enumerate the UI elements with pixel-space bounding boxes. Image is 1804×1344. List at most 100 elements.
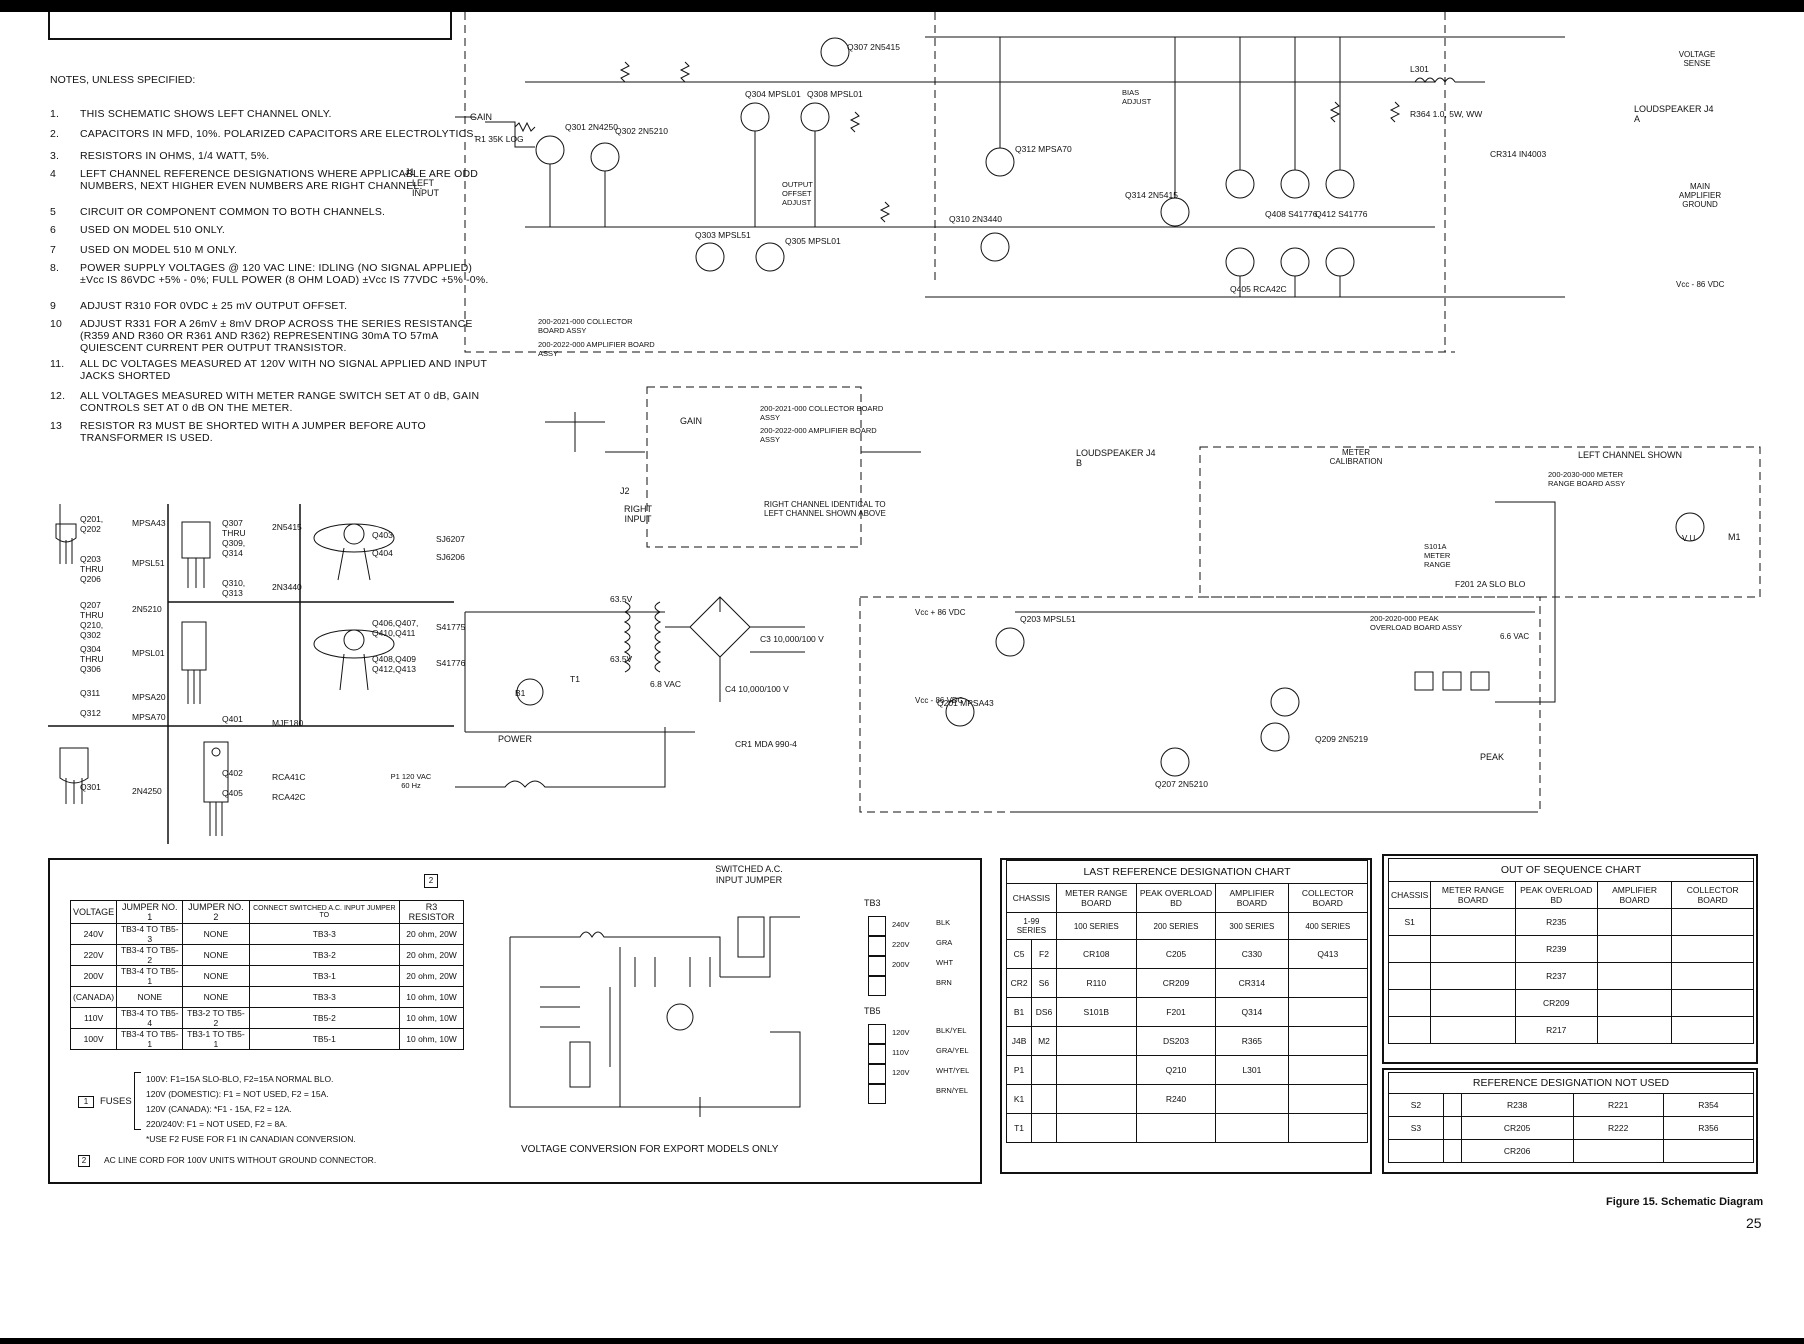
voltage-cell: 10 ohm, 10W [399, 1007, 464, 1029]
loudspeaker-a-label: LOUDSPEAKER J4 A [1634, 104, 1714, 124]
svg-text:Q209 2N5219: Q209 2N5219 [1315, 734, 1368, 744]
out-seq-cell [1596, 908, 1673, 936]
note-item: 3.RESISTORS IN OHMS, 1/4 WATT, 5%. [50, 150, 450, 190]
note-number: 2. [50, 128, 60, 140]
last-ref-cell: B1 [1005, 997, 1033, 1027]
marker-2-icon: 2 [424, 874, 438, 888]
voltage-cell: NONE [182, 965, 250, 987]
note-text: THIS SCHEMATIC SHOWS LEFT CHANNEL ONLY. [80, 108, 332, 120]
ref-not-used-cell [1572, 1139, 1664, 1163]
last-ref-cell: Q413 [1287, 939, 1369, 969]
transistor-type: RCA42C [272, 792, 306, 802]
voltage-header-cell: JUMPER NO. 2 [182, 900, 250, 924]
last-ref-cell: C330 [1215, 939, 1289, 969]
last-ref-header: AMPLIFIER BOARD [1215, 883, 1289, 913]
out-seq-cell: R239 [1514, 935, 1598, 963]
tb3-wire: BLK [936, 918, 951, 927]
voltage-cell: TB3-3 [248, 923, 401, 945]
svg-text:Q303 MPSL51: Q303 MPSL51 [695, 230, 751, 240]
j2-label: J2 [620, 486, 630, 496]
last-ref-title: LAST REFERENCE DESIGNATION CHART [1006, 860, 1368, 884]
svg-text:Q312 MPSA70: Q312 MPSA70 [1015, 144, 1072, 154]
transistor-parts: Q304 THRU Q306 [80, 644, 104, 674]
svg-text:R364 1.0, 5W, WW: R364 1.0, 5W, WW [1410, 109, 1482, 119]
table-row: CR206 [1388, 1139, 1755, 1163]
ref-not-used-cell [1442, 1116, 1462, 1140]
vcc-neg-label-top: Vcc - 86 VDC [1676, 280, 1725, 289]
last-ref-cell [1055, 1055, 1137, 1085]
last-ref-cell: CR108 [1055, 939, 1137, 969]
last-ref-table: LAST REFERENCE DESIGNATION CHART CHASSIS… [1005, 860, 1369, 1143]
last-ref-cell: T1 [1005, 1113, 1033, 1143]
transistor-parts: Q403 [372, 530, 393, 540]
voltage-cell: TB3-4 TO TB5-2 [116, 944, 184, 966]
table-row: R217 [1387, 1016, 1754, 1044]
transistor-parts: Q401 [222, 714, 243, 724]
ref-not-used-cell [1662, 1139, 1755, 1163]
r1-label: R1 35K LOG [475, 134, 524, 144]
to3-icon-2 [313, 629, 395, 691]
tb5-wire: GRA/YEL [936, 1046, 969, 1055]
notes-header: NOTES, UNLESS SPECIFIED: [50, 74, 196, 86]
note-text: CAPACITORS IN MFD, 10%. POLARIZED CAPACI… [80, 128, 477, 140]
note-number: 3. [50, 150, 60, 162]
ref-not-used-cell [1442, 1139, 1462, 1163]
note-text: ALL DC VOLTAGES MEASURED AT 120V WITH NO… [80, 358, 487, 382]
note-text: RESISTOR R3 MUST BE SHORTED WITH A JUMPE… [80, 420, 426, 444]
transistor-type: SJ6206 [436, 552, 465, 562]
note-item: 9 ADJUST R310 FOR 0VDC ± 25 mV OUTPUT OFF… [50, 300, 450, 340]
tb5-wire: WHT/YEL [936, 1066, 970, 1075]
transistor-type: 2N5415 [272, 522, 302, 532]
collector-board-label-2: 200-2021-000 COLLECTOR BOARD ASSY [760, 404, 884, 422]
note-number: 9 [50, 300, 57, 312]
tb3-terminal [868, 916, 886, 936]
note-number: 12. [50, 390, 66, 402]
svg-text:Q301 2N4250: Q301 2N4250 [565, 122, 618, 132]
svg-text:Q304 MPSL01: Q304 MPSL01 [745, 89, 801, 99]
out-seq-cell: S1 [1387, 908, 1432, 936]
note-text: ADJUST R310 FOR 0VDC ± 25 mV OUTPUT OFFS… [80, 300, 348, 312]
transistor-parts: Q203 THRU Q206 [80, 554, 104, 584]
out-seq-header: METER RANGE BOARD [1430, 881, 1516, 909]
last-ref-cell: J4B [1005, 1026, 1033, 1056]
svg-text:Q308 MPSL01: Q308 MPSL01 [807, 89, 863, 99]
vac-label-2: 63.5V [610, 654, 633, 664]
transistor-grid-lines [48, 504, 454, 844]
out-seq-cell [1430, 1016, 1516, 1044]
last-ref-cell: R240 [1135, 1084, 1217, 1114]
last-ref-cell: C5 [1005, 939, 1033, 969]
last-ref-series-cell: 200 SERIES [1135, 912, 1217, 940]
out-seq-cell [1387, 1016, 1432, 1044]
last-ref-cell: P1 [1005, 1055, 1033, 1085]
tb5-tap: 120V [892, 1068, 910, 1077]
out-seq-header: AMPLIFIER BOARD [1596, 881, 1673, 909]
out-seq-cell [1596, 935, 1673, 963]
out-seq-cell [1430, 908, 1516, 936]
voltage-cell: NONE [182, 986, 250, 1008]
out-seq-cell [1671, 989, 1754, 1017]
transistor-parts: Q311 [80, 688, 101, 698]
tb3-terminal [868, 976, 886, 996]
out-seq-cell: R235 [1514, 908, 1598, 936]
transistor-type: MPSL01 [132, 648, 165, 658]
ref-not-used-cell: CR205 [1460, 1116, 1574, 1140]
note-text: USED ON MODEL 510 ONLY. [80, 224, 226, 236]
out-seq-cell [1387, 989, 1432, 1017]
note-text: ADJUST R331 FOR A 26mV ± 8mV DROP ACROSS… [80, 318, 473, 354]
marker-1-icon: 1 [78, 1096, 94, 1108]
tb3-terminal [868, 956, 886, 976]
c4-label: C4 10,000/100 V [725, 684, 789, 694]
voltage-cell: TB3-3 [248, 986, 401, 1008]
tb5-label: TB5 [864, 1006, 881, 1016]
vac-label-1: 63.5V [610, 594, 633, 604]
ref-not-used-cell: S2 [1388, 1093, 1444, 1117]
transistor-type: SJ6207 [436, 534, 465, 544]
export-box [48, 858, 982, 1184]
svg-text:Q207 2N5210: Q207 2N5210 [1155, 779, 1208, 789]
left-channel-shown-label: LEFT CHANNEL SHOWN [1578, 450, 1683, 460]
